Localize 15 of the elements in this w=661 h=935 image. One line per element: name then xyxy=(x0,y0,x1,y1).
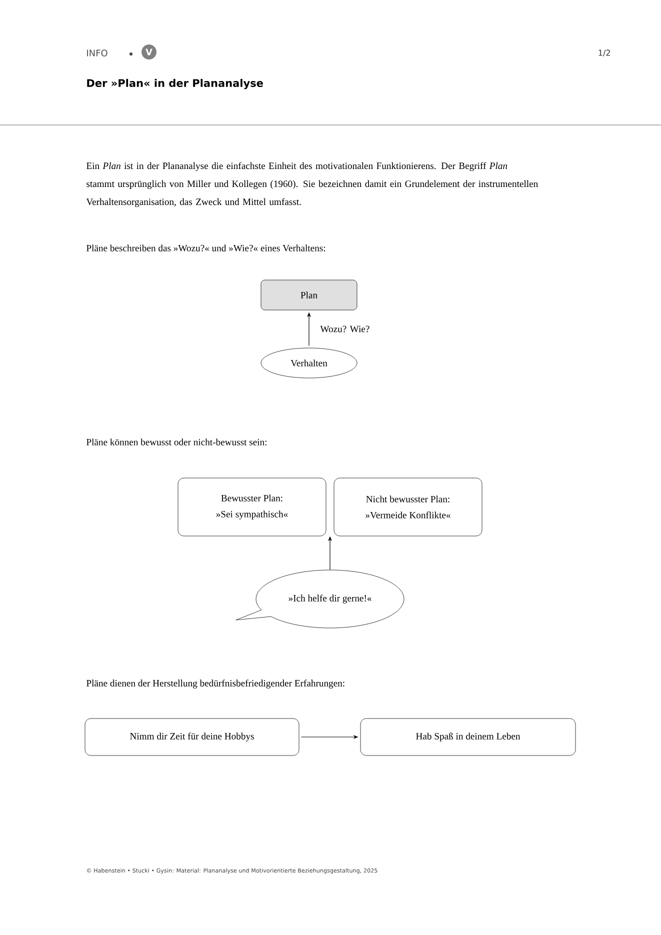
edge-label: Wozu? Wie? xyxy=(319,324,371,334)
section-intro: Pläne können bewusst oder nicht-bewusst sein: xyxy=(86,438,266,446)
section-intro: Pläne dienen der Herstellung bedürfnisbefriedigender Erfahrungen: xyxy=(86,680,344,688)
plan-box: Bewusster Plan: »Sei sympathisch« xyxy=(178,478,326,536)
goal-box: Nimm dir Zeit für deine Hobbys xyxy=(84,718,300,756)
section-tag: INFO xyxy=(87,50,108,56)
intro-paragraph: Ein Plan ist in der Plananalyse die einfachste Einheit des motivationalen Funktionierens. Der Begriff Plan stammt ursprünglich von Miller und Kollegen (1960). Sie bezeichnen damit ein Grundelement der instrumentellen Verhaltensorganisation, das Zweck und Mittel umfasst. xyxy=(86,162,538,208)
page-title: Der »Plan« in der Plananalyse xyxy=(87,78,263,90)
level-badge: V xyxy=(142,44,156,60)
speech-bubble: »Ich helfe dir gerne!« xyxy=(236,570,404,628)
goal-box: Hab Spaß in deinem Leben xyxy=(360,718,576,756)
plan-box: Nicht bewusster Plan: »Vermeide Konflikte« xyxy=(334,478,482,536)
plan-box: Plan xyxy=(260,280,358,310)
section-intro: Pläne beschreiben das »Wozu?« und »Wie?« eines Verhaltens: xyxy=(86,244,325,252)
page-number: 1/2 xyxy=(598,50,610,56)
